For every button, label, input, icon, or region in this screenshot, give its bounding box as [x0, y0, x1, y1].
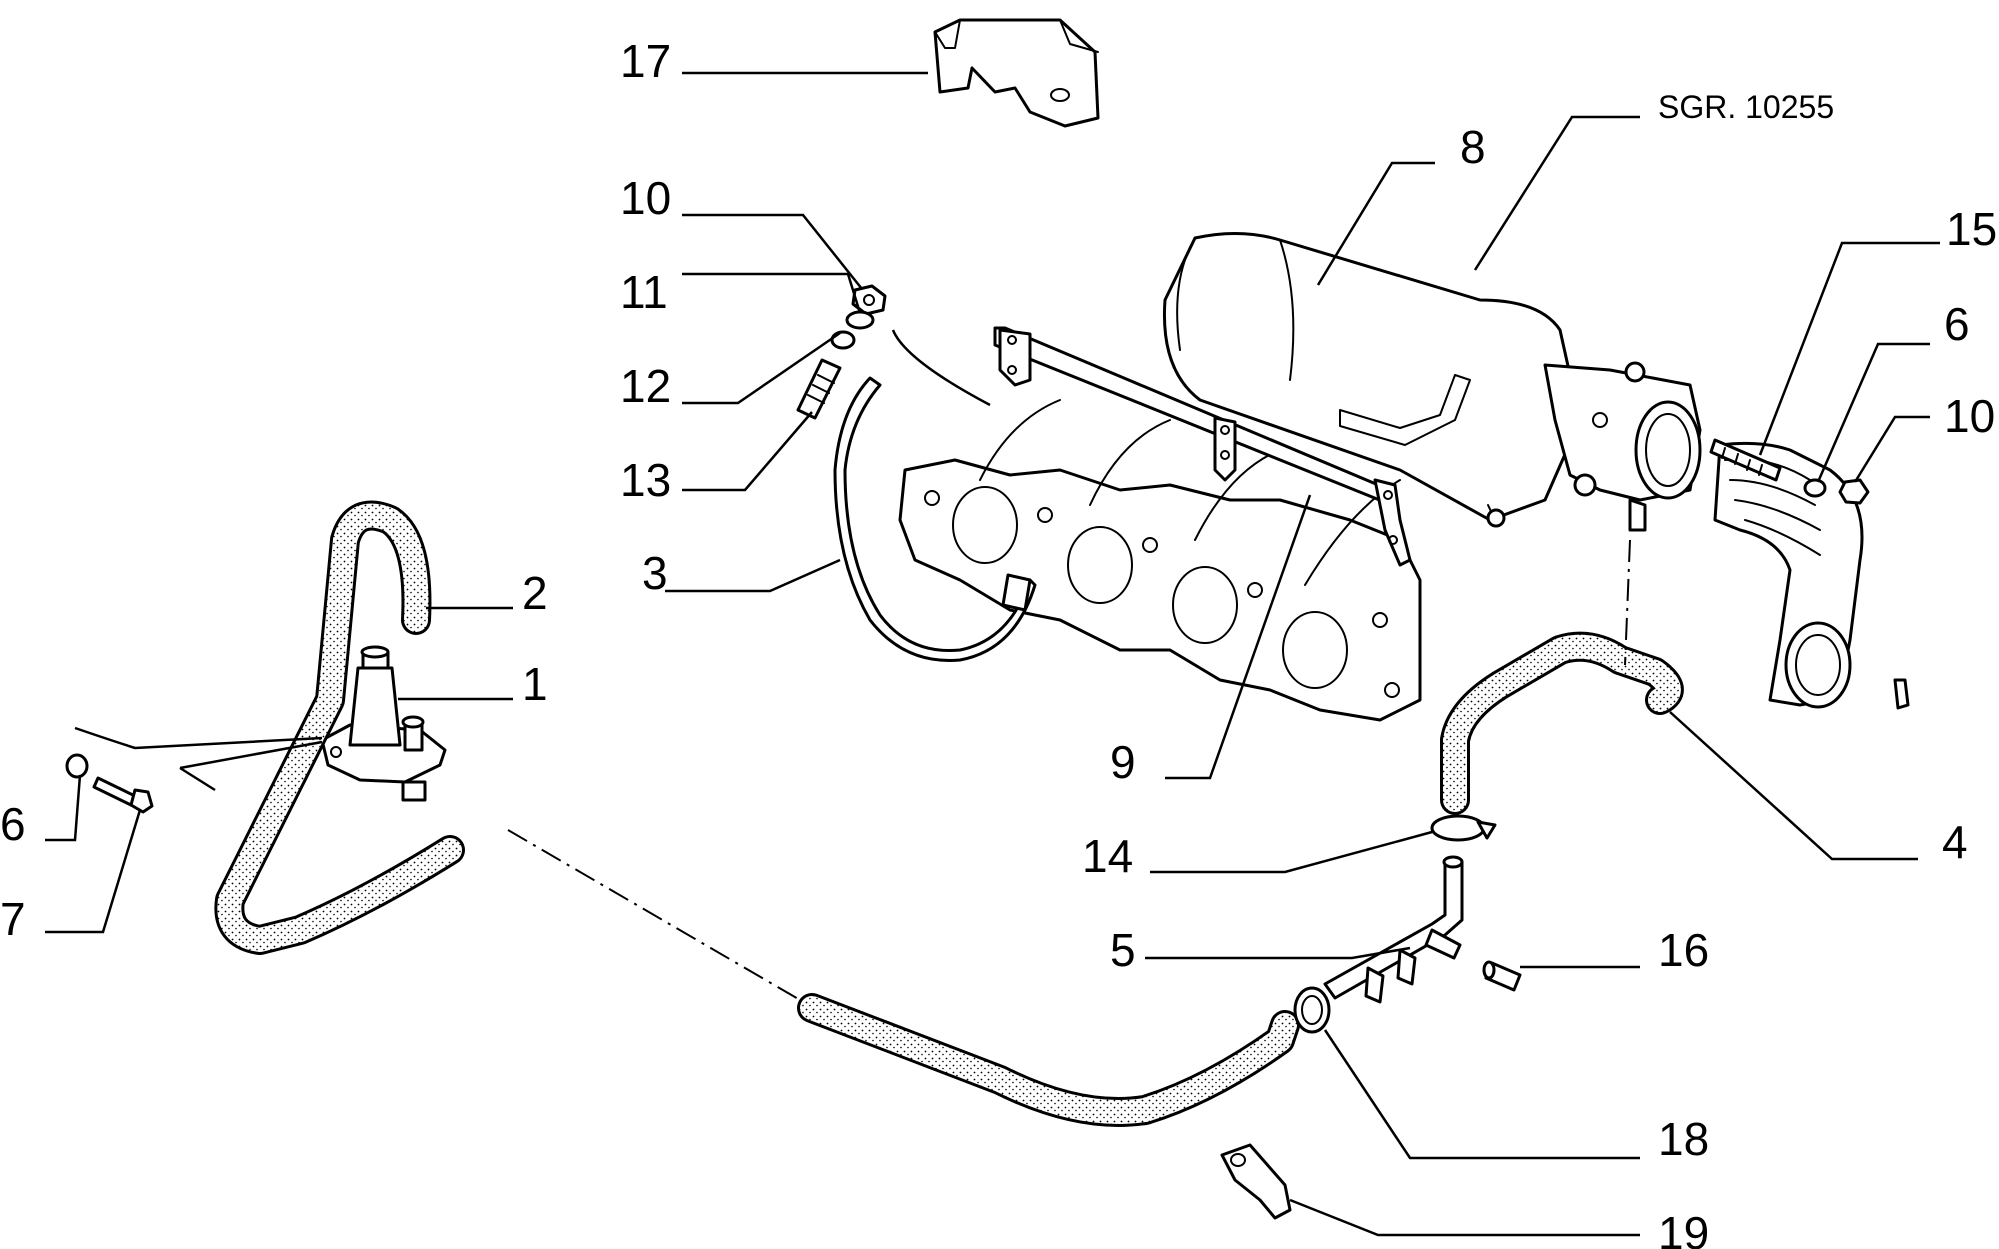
part-13-stud [796, 358, 842, 420]
leader-9 [1165, 494, 1312, 780]
part-3-hose [833, 376, 1037, 662]
dash-link-4 [1624, 539, 1631, 666]
part-10-nut [851, 284, 887, 316]
callout-10-top: 10 [620, 172, 671, 224]
callout-3: 3 [642, 547, 668, 599]
callout-17: 17 [620, 35, 671, 87]
part-12-washer [830, 330, 856, 350]
leader-manifold-left [891, 329, 991, 407]
leader-4 [1669, 711, 1918, 861]
callout-19: 19 [1658, 1207, 1709, 1249]
part-6-washer-left [65, 753, 89, 779]
callout-11: 11 [620, 266, 668, 318]
callout-10-right: 10 [1944, 390, 1995, 442]
part-14-clip [1430, 814, 1497, 842]
leader-19 [1289, 1198, 1640, 1237]
part-2-hose [214, 500, 465, 955]
part-3-connector [1001, 573, 1032, 612]
part-18-clamp [1293, 986, 1331, 1034]
part-4-hose [1440, 631, 1684, 815]
part-7-bolt [92, 776, 154, 814]
callout-7: 7 [0, 893, 26, 945]
leader-10a [682, 213, 863, 290]
part-11-washer [845, 310, 875, 330]
leader-8 [1316, 161, 1435, 286]
part-19-clip [1220, 1143, 1292, 1220]
intake-manifold-assembly [898, 232, 1582, 722]
leader-12 [682, 331, 841, 405]
callout-1: 1 [522, 658, 548, 710]
centre-line [507, 829, 801, 1001]
callout-15: 15 [1946, 203, 1997, 255]
leader-6b [45, 774, 82, 842]
leader-13 [682, 411, 813, 492]
callout-9: 9 [1110, 736, 1136, 788]
callout-2: 2 [522, 567, 548, 619]
leader-18 [1323, 1029, 1640, 1160]
air-duct [1713, 441, 1910, 710]
vacuum-hose-long [797, 993, 1300, 1127]
callout-8: 8 [1460, 121, 1486, 173]
part-5-pipe [1323, 855, 1464, 1004]
leader-10b [1853, 415, 1930, 483]
part-10-nut-duct [1838, 478, 1870, 505]
callout-4: 4 [1942, 816, 1968, 868]
callout-13: 13 [620, 454, 671, 506]
callout-6-left: 6 [0, 798, 26, 850]
callout-5: 5 [1110, 924, 1136, 976]
throttle-body [1543, 361, 1702, 532]
part-1-valve [320, 645, 447, 802]
reference-leader [1473, 115, 1640, 271]
leader-valve-left [74, 726, 323, 792]
leader-11 [682, 272, 862, 314]
drawing-reference: SGR. 10255 [1658, 89, 1834, 125]
leader-14 [1150, 830, 1433, 874]
callout-6-right: 6 [1944, 298, 1970, 350]
callout-18: 18 [1658, 1113, 1709, 1165]
part-17-bracket [933, 18, 1100, 128]
callout-14: 14 [1082, 830, 1133, 882]
callout-16: 16 [1658, 924, 1709, 976]
part-16-sleeve [1482, 960, 1522, 992]
leader-3 [665, 558, 841, 593]
leader-7 [45, 809, 142, 934]
leader-6a [1816, 342, 1930, 483]
leader-15 [1758, 241, 1940, 456]
part-15-clamp-stud [1709, 438, 1782, 482]
leader-5 [1145, 946, 1411, 960]
callout-12: 12 [620, 360, 671, 412]
part-6-washer-duct [1803, 478, 1827, 498]
